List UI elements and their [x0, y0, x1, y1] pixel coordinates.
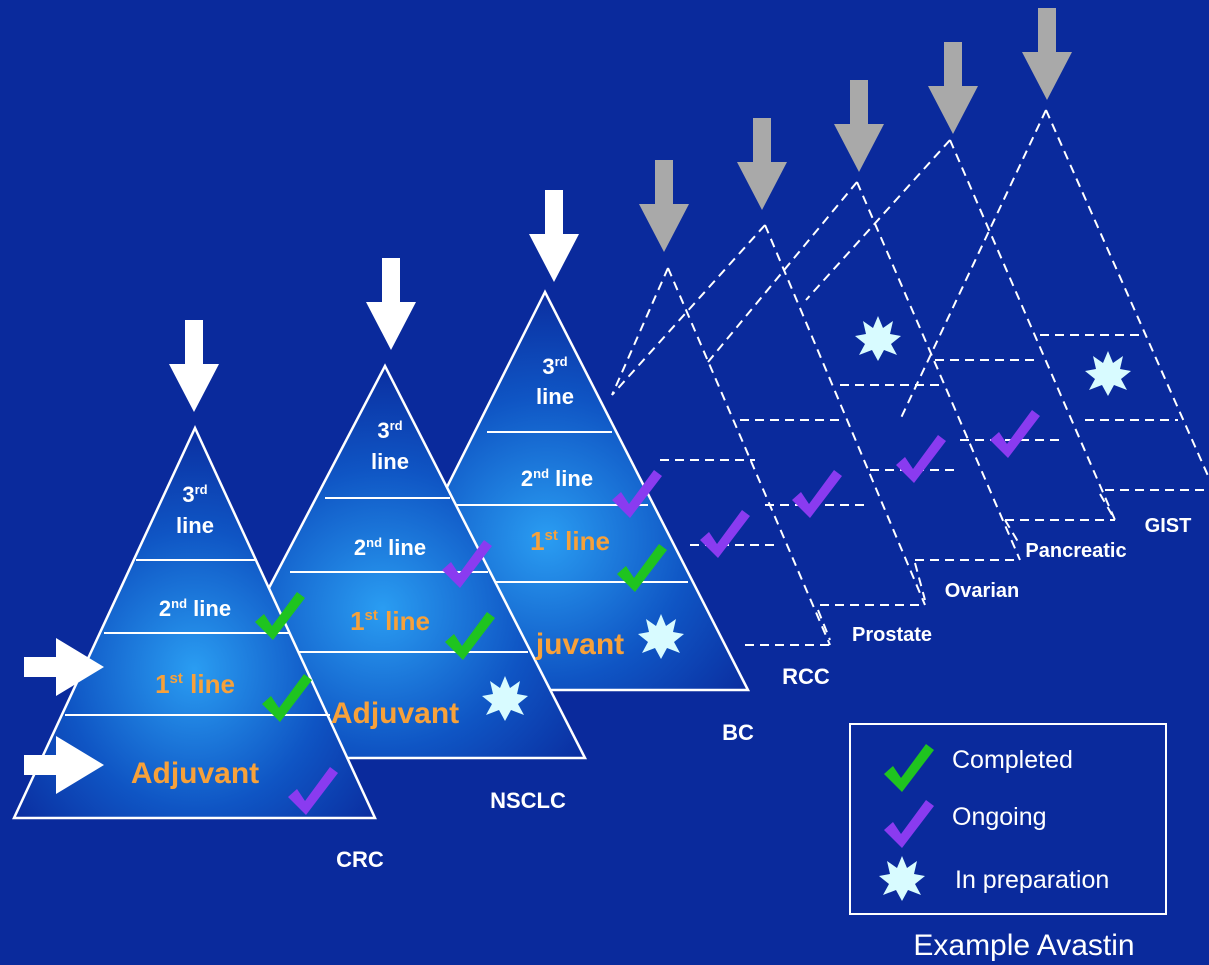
label-ovarian: Ovarian — [945, 580, 1019, 602]
pyramid-gist-outline — [899, 109, 1209, 521]
pyramid-pancreatic-outline — [805, 139, 1116, 561]
crc-level-2-label: 2nd line — [159, 596, 231, 621]
bc-adjuvant-label: juvant — [535, 628, 624, 661]
crc-level-1-label: 1st line — [155, 669, 235, 699]
label-crc: CRC — [336, 847, 384, 872]
legend: Completed Ongoing In preparation — [849, 723, 1167, 915]
crc-level-3-label: 3rd — [182, 482, 207, 507]
down-arrow-prostate — [737, 118, 787, 210]
nsclc-adjuvant-label: Adjuvant — [331, 697, 459, 730]
down-arrow-gist — [1022, 8, 1072, 100]
legend-in-preparation-label: In preparation — [955, 866, 1109, 894]
bc-level-2-label: 2nd line — [521, 466, 593, 491]
caption: Example Avastin — [913, 929, 1134, 962]
down-arrows — [169, 8, 1072, 412]
nsclc-level-3-label: 3rd — [377, 418, 402, 443]
down-arrow-pancreatic — [928, 42, 978, 134]
down-arrow-ovarian — [834, 80, 884, 172]
bc-level-1-label: 1st line — [530, 526, 610, 556]
side-arrow-adjuvant — [24, 736, 104, 794]
label-bc: BC — [722, 720, 754, 745]
crc-level-3-word: line — [176, 513, 214, 538]
label-rcc: RCC — [782, 664, 830, 689]
legend-box — [849, 723, 1167, 915]
check-ongoing-prostate — [792, 470, 842, 518]
nsclc-level-2-label: 2nd line — [354, 535, 426, 560]
legend-in-preparation-icon — [879, 856, 925, 901]
down-arrow-bc — [529, 190, 579, 282]
star-in-prep-gist — [1085, 351, 1131, 396]
legend-ongoing-icon — [884, 800, 934, 848]
check-ongoing-rcc — [700, 510, 750, 558]
pyramid-name-labels: CRC NSCLC BC RCC Prostate Ovarian Pancre… — [336, 515, 1191, 872]
down-arrow-nsclc — [366, 258, 416, 350]
star-in-prep-ovarian — [855, 316, 901, 361]
legend-completed-icon — [884, 744, 934, 792]
check-ongoing-pancreatic — [990, 410, 1040, 458]
nsclc-level-3-word: line — [371, 449, 409, 474]
label-pancreatic: Pancreatic — [1025, 540, 1126, 562]
pyramid-ovarian-outline — [707, 181, 1021, 606]
bc-level-3-label: 3rd — [542, 354, 567, 379]
down-arrow-rcc — [639, 160, 689, 252]
side-arrow-first-line — [24, 638, 104, 696]
side-arrows — [24, 638, 104, 794]
down-arrow-crc — [169, 320, 219, 412]
legend-completed-label: Completed — [952, 746, 1073, 774]
bc-level-3-word: line — [536, 384, 574, 409]
label-gist: GIST — [1145, 515, 1192, 537]
label-prostate: Prostate — [852, 624, 932, 646]
dashed-pyramids — [611, 109, 1209, 646]
nsclc-level-1-label: 1st line — [350, 606, 430, 636]
legend-ongoing-label: Ongoing — [952, 803, 1047, 831]
label-nsclc: NSCLC — [490, 788, 566, 813]
check-ongoing-ovarian — [896, 435, 946, 483]
crc-adjuvant-label: Adjuvant — [131, 757, 259, 790]
